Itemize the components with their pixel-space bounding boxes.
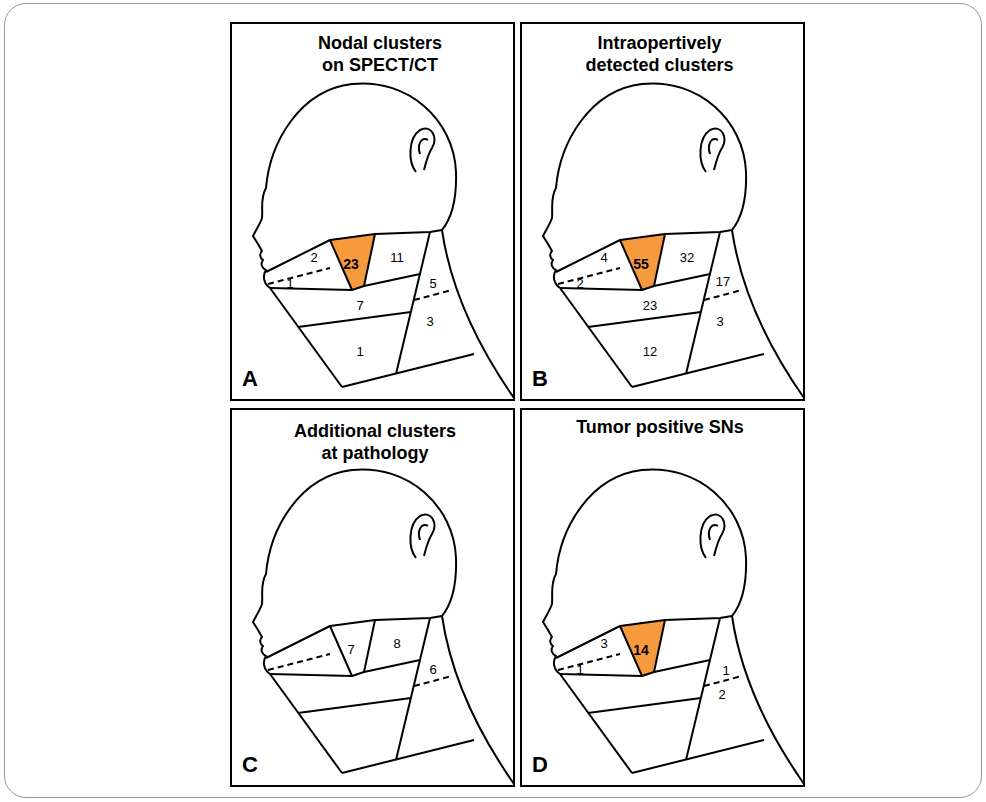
panel-letter: C (242, 753, 258, 777)
panel-c-head (253, 469, 514, 784)
callout-number: 11 (390, 251, 404, 265)
callout-number: 3 (600, 637, 607, 651)
panel-box: Intraopertively detected clustersB (520, 22, 805, 401)
callout-number: 7 (347, 643, 354, 657)
panel-a-head (253, 83, 514, 398)
callout-number: 12 (643, 345, 657, 359)
callout-number: 23 (343, 257, 359, 271)
panel-letter: A (242, 367, 258, 391)
panel-letter: D (532, 753, 548, 777)
callout-number: 2 (718, 688, 725, 702)
callout-number: 3 (716, 315, 723, 329)
panel-title: Nodal clusters on SPECT/CT (310, 32, 450, 76)
callout-number: 2 (576, 277, 583, 291)
callout-number: 8 (393, 637, 400, 651)
callout-number: 3 (426, 315, 433, 329)
callout-number: 17 (716, 275, 730, 289)
callout-number: 2 (310, 251, 317, 265)
callout-number: 55 (633, 257, 649, 271)
callout-number: 5 (429, 277, 436, 291)
panel-d-head (543, 469, 804, 784)
callout-number: 23 (643, 299, 657, 313)
callout-number: 1 (356, 345, 363, 359)
callout-number: 32 (680, 251, 694, 265)
panel-title: Additional clusters at pathology (290, 420, 460, 464)
callout-number: 7 (356, 299, 363, 313)
callout-number: 6 (429, 663, 436, 677)
panel-box: Additional clusters at pathologyC (230, 408, 515, 787)
panel-letter: B (532, 367, 548, 391)
callout-number: 1 (576, 663, 583, 677)
callout-number: 4 (600, 251, 607, 265)
panel-box: Tumor positive SNsD (520, 408, 805, 787)
callout-number: 1 (722, 664, 729, 678)
callout-number: 1 (286, 277, 293, 291)
panel-title: Tumor positive SNs (570, 416, 750, 438)
callout-number: 14 (633, 643, 649, 657)
panel-title: Intraopertively detected clusters (572, 32, 747, 76)
panel-box: Nodal clusters on SPECT/CT A (230, 22, 515, 401)
panel-b-head (543, 83, 804, 398)
